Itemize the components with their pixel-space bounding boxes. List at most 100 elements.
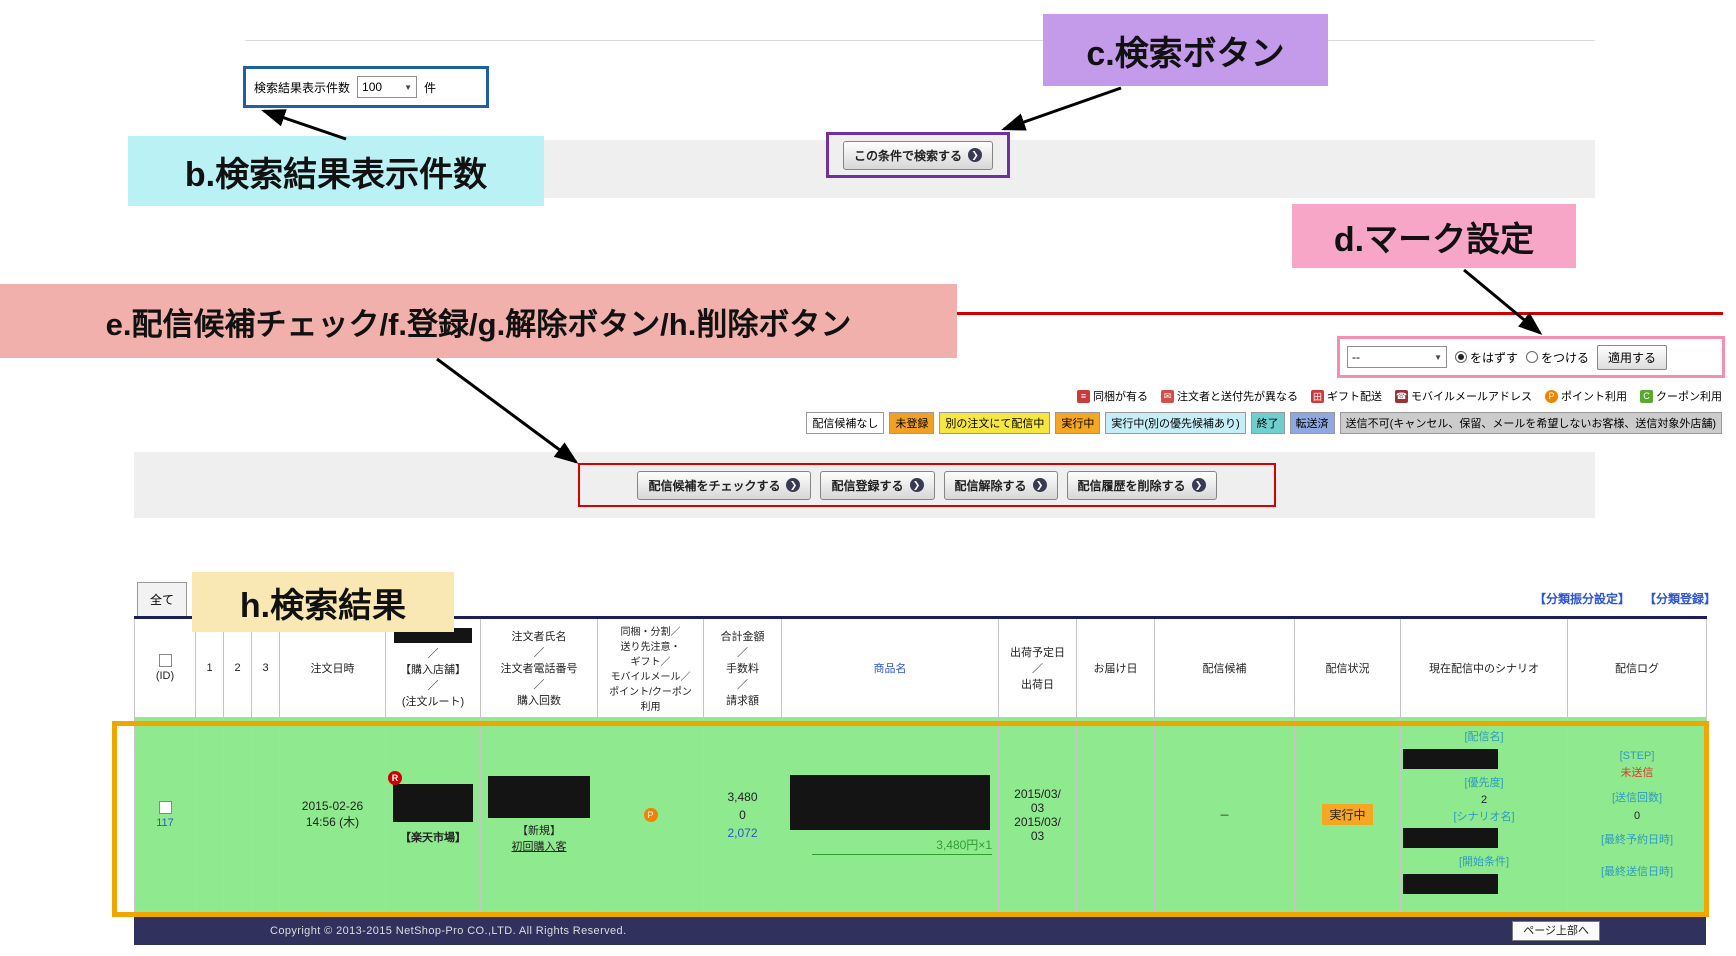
- scenario-name-label: [配信名]: [1464, 731, 1504, 744]
- cancel-delivery-button[interactable]: 配信解除する ❯: [943, 470, 1058, 500]
- header-candidate: 配信候補: [1154, 617, 1295, 718]
- point-icon: P: [1545, 389, 1558, 403]
- radio-checked-icon: [1455, 351, 1467, 363]
- copyright-text: Copyright © 2013-2015 NetShop-Pro CO.,LT…: [270, 925, 627, 937]
- icon-legend: ≡ 同梱が有る ✉ 注文者と送付先が異なる 田 ギフト配送 ☎ モバイルメールア…: [1077, 388, 1722, 404]
- cell-order-number: R 【楽天市場】: [385, 717, 481, 912]
- cell-mark1: [195, 717, 224, 912]
- header-mark2: 2: [223, 617, 252, 718]
- cell-candidate: －: [1154, 717, 1295, 912]
- product-qty: 3,480円×1: [812, 836, 992, 855]
- header-mark1: 1: [195, 617, 224, 718]
- cell-id: 117: [134, 717, 196, 912]
- status-chip: 終了: [1250, 412, 1285, 434]
- results-per-page-unit: 件: [424, 80, 437, 95]
- arrow-right-icon: ❯: [909, 478, 924, 492]
- site-footer: Copyright © 2013-2015 NetShop-Pro CO.,LT…: [134, 917, 1706, 945]
- status-badge: 実行中: [1322, 804, 1373, 825]
- callout-search-results: h.検索結果: [192, 572, 454, 632]
- chevron-down-icon: ▼: [404, 82, 413, 92]
- arrow-right-icon: ❯: [1191, 478, 1206, 492]
- callout-action-buttons: e.配信候補チェック/f.登録/g.解除ボタン/h.削除ボタン: [0, 284, 957, 358]
- category-sort-settings-link[interactable]: 【分類振分設定】: [1533, 592, 1630, 606]
- coupon-icon: C: [1640, 389, 1653, 403]
- cell-amount: 3,480 0 2,072: [703, 717, 782, 912]
- mark-radio-add[interactable]: をつける: [1526, 349, 1589, 366]
- cell-order-date: 2015-02-26 14:56 (木): [279, 717, 386, 912]
- status-chip: 配信候補なし: [806, 412, 885, 434]
- arrow-right-icon: ❯: [786, 478, 801, 492]
- results-table: (ID) 1 2 3 注文日時 ／ 【購入店舗】 ／ (注文ルート) 注文者氏名…: [134, 616, 1707, 912]
- step-label: [STEP]: [1619, 749, 1655, 762]
- arrow-right-icon: ❯: [968, 148, 982, 162]
- header-customer: 注文者氏名 ／ 注文者電話番号 ／ 購入回数: [480, 617, 598, 718]
- gift-icon: 田: [1311, 389, 1324, 403]
- last-sent-label: [最終送信日時]: [1600, 865, 1674, 878]
- send-count-label: [送信回数]: [1611, 791, 1663, 804]
- apply-button[interactable]: 適用する: [1597, 344, 1668, 370]
- cell-flags: P: [597, 717, 704, 912]
- page-top-button[interactable]: ページ上部へ: [1512, 921, 1600, 941]
- chevron-down-icon: ▼: [1434, 352, 1442, 362]
- header-product[interactable]: 商品名: [781, 617, 999, 718]
- header-order-date: 注文日時: [279, 617, 386, 718]
- annotation-red-line: [957, 312, 1723, 315]
- header-mark3: 3: [251, 617, 280, 718]
- check-candidates-button[interactable]: 配信候補をチェックする ❯: [637, 470, 812, 500]
- step-value: 未送信: [1620, 767, 1654, 780]
- legend-item: C クーポン利用: [1640, 388, 1722, 404]
- customer-class: 初回購入客: [511, 840, 567, 853]
- redacted-scenario: [1403, 828, 1498, 849]
- mark-radio-remove[interactable]: をはずす: [1455, 349, 1518, 366]
- mark-radio-remove-label: をはずす: [1470, 350, 1519, 365]
- action-buttons-highlight: 配信候補をチェックする ❯ 配信登録する ❯ 配信解除する ❯ 配信履歴を削除す…: [578, 463, 1276, 507]
- results-per-page-highlight: 検索結果表示件数 100 ▼ 件: [243, 66, 489, 108]
- priority-label: [優先度]: [1464, 776, 1504, 789]
- cell-customer: 【新規】 初回購入客: [480, 717, 598, 912]
- results-per-page-label: 検索結果表示件数: [254, 80, 351, 95]
- priority-value: 2: [1480, 794, 1488, 807]
- redacted-order-number: [393, 784, 473, 822]
- search-button-highlight: この条件で検索する ❯: [826, 132, 1010, 178]
- arrow-right-icon: ❯: [1032, 478, 1047, 492]
- send-count-value: 0: [1633, 809, 1641, 822]
- order-id-link[interactable]: 117: [156, 816, 174, 829]
- cell-scenario: [配信名] [優先度] 2 [シナリオ名] [開始条件]: [1400, 717, 1568, 912]
- cell-mark2: [223, 717, 252, 912]
- status-chip: 実行中: [1055, 412, 1101, 434]
- mark-select-value: --: [1352, 350, 1360, 364]
- legend-item: ≡ 同梱が有る: [1077, 388, 1148, 404]
- amount-total: 3,480: [727, 789, 758, 804]
- mark-radio-add-label: をつける: [1541, 350, 1590, 365]
- status-chip: 転送済: [1289, 412, 1335, 434]
- legend-item: ☎ モバイルメールアドレス: [1395, 389, 1532, 403]
- tab-all[interactable]: 全て: [137, 582, 187, 616]
- row-checkbox[interactable]: [158, 800, 172, 814]
- last-reserved-label: [最終予約日時]: [1600, 834, 1674, 846]
- table-row: 117 2015-02-26 14:56 (木) R 【楽天市場】 【新規】: [134, 717, 1707, 912]
- legend-item: 田 ギフト配送: [1311, 389, 1382, 403]
- legend-item: ✉ 注文者と送付先が異なる: [1161, 388, 1298, 404]
- bundle-icon: ≡: [1077, 389, 1090, 403]
- results-per-page-value: 100: [362, 80, 383, 94]
- search-button-label: この条件で検索する: [853, 148, 962, 163]
- search-button[interactable]: この条件で検索する ❯: [842, 140, 993, 170]
- status-chip: 実行中(別の優先候補あり): [1105, 412, 1246, 434]
- callout-search-button: c.検索ボタン: [1043, 14, 1328, 86]
- mark-select[interactable]: -- ▼: [1347, 346, 1447, 368]
- redacted-start-condition: [1403, 873, 1498, 894]
- register-delivery-button[interactable]: 配信登録する ❯: [820, 470, 935, 500]
- delete-history-button[interactable]: 配信履歴を削除する ❯: [1066, 470, 1217, 500]
- amount-fee: 0: [739, 807, 746, 822]
- cell-mark3: [251, 717, 280, 912]
- redacted-product-name: [790, 774, 990, 830]
- table-links: 【分類振分設定】 【分類登録】: [1534, 590, 1716, 607]
- select-all-checkbox[interactable]: [158, 654, 172, 667]
- header-order-number: ／ 【購入店舗】 ／ (注文ルート): [385, 617, 481, 718]
- results-per-page-select[interactable]: 100 ▼: [357, 76, 418, 98]
- redacted-customer-name: [488, 775, 590, 818]
- callout-mark-settings: d.マーク設定: [1292, 204, 1576, 268]
- category-register-link[interactable]: 【分類登録】: [1643, 592, 1716, 606]
- redacted-scenario-name: [1403, 748, 1498, 769]
